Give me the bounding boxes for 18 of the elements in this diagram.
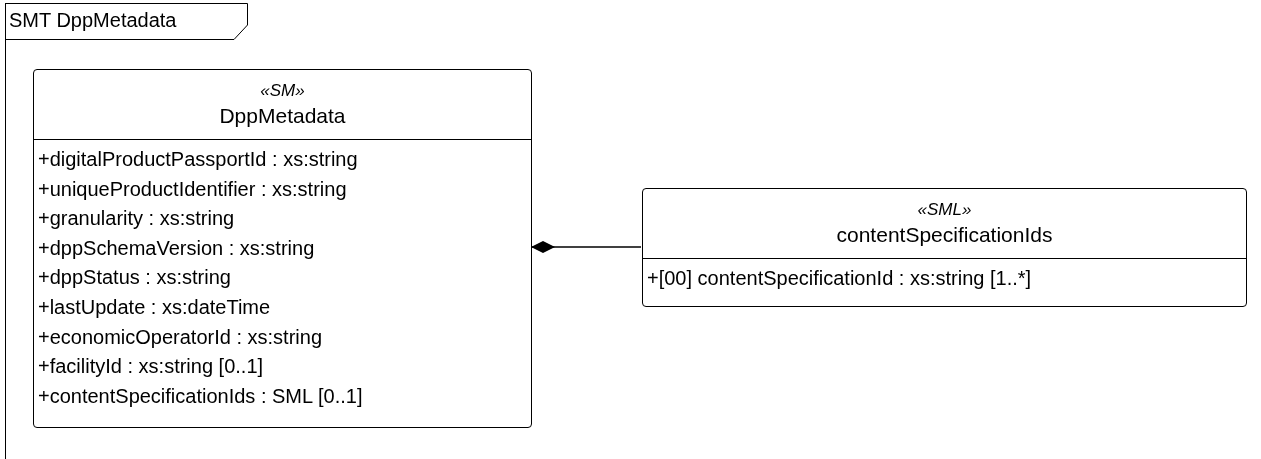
attribute: +[00] contentSpecificationId : xs:string [1..*] bbox=[647, 266, 1033, 291]
attribute: +facilityId : xs:string [0..1] bbox=[38, 354, 265, 380]
attribute: +dppSchemaVersion : xs:string bbox=[38, 235, 316, 261]
attribute: +digitalProductPassportId : xs:string bbox=[38, 147, 359, 172]
stereotype: «SML» bbox=[917, 200, 972, 220]
attribute: +uniqueProductIdentifier : xs:string bbox=[38, 176, 348, 202]
class-name: contentSpecificationIds bbox=[836, 222, 1053, 248]
composition-connector bbox=[530, 241, 642, 253]
class-box bbox=[642, 188, 1247, 307]
class-name: DppMetadata bbox=[219, 103, 346, 129]
attribute: +lastUpdate : xs:dateTime bbox=[38, 294, 272, 320]
attribute: +granularity : xs:string bbox=[38, 206, 236, 232]
frame-title: SMT DppMetadata bbox=[9, 8, 177, 32]
stereotype: «SM» bbox=[260, 81, 305, 101]
attribute: +dppStatus : xs:string bbox=[38, 265, 232, 291]
attribute: +economicOperatorId : xs:string bbox=[38, 324, 323, 350]
class-box bbox=[33, 69, 532, 428]
attribute: +contentSpecificationIds : SML [0..1] bbox=[38, 383, 364, 409]
